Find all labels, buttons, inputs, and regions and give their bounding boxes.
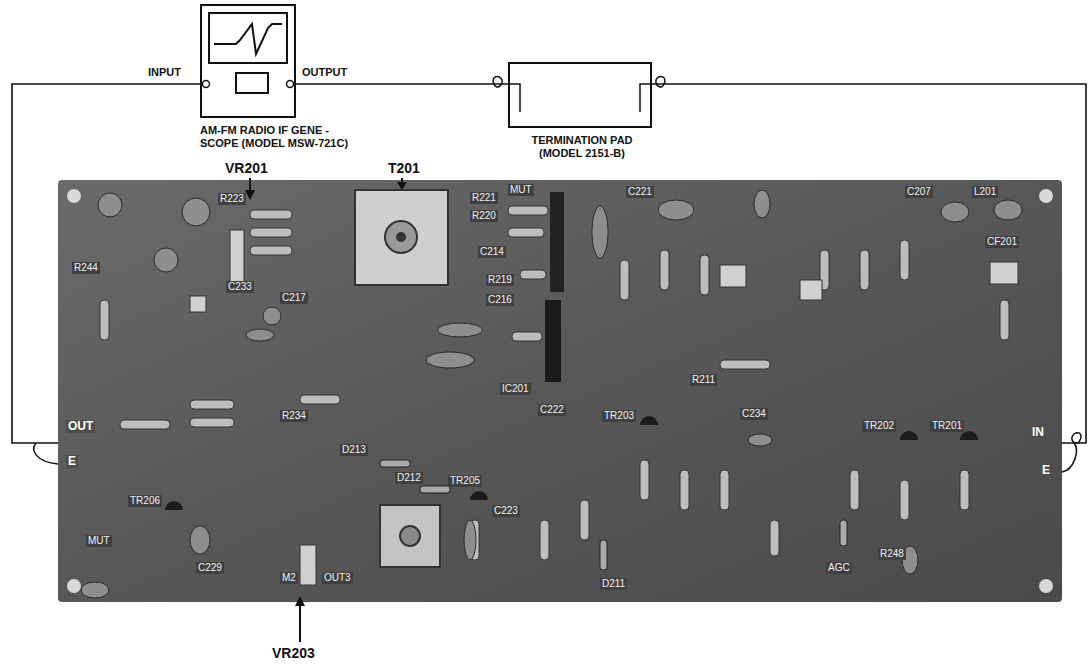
part-name: C222 bbox=[538, 404, 566, 416]
output-terminal bbox=[287, 81, 294, 88]
scope-body bbox=[200, 4, 296, 118]
part-name: C233 bbox=[226, 281, 254, 293]
terminal-label: E bbox=[66, 455, 78, 468]
callout-label: VR203 bbox=[272, 645, 315, 661]
part-name: R220 bbox=[470, 210, 498, 222]
terminal-label: IN bbox=[1030, 426, 1046, 439]
transformer-core bbox=[385, 221, 417, 253]
part-name: AGC bbox=[826, 562, 852, 574]
callout-label: VR201 bbox=[225, 160, 268, 176]
ground-wire bbox=[1062, 443, 1076, 472]
part-name: MUT bbox=[508, 184, 534, 196]
scope-panel bbox=[236, 73, 268, 93]
capacitor-symbols bbox=[81, 190, 1022, 598]
part-name: C217 bbox=[280, 292, 308, 304]
part-name: C223 bbox=[492, 505, 520, 517]
terminal-name: OUTPUT bbox=[302, 66, 347, 79]
part-name: M2 bbox=[280, 572, 298, 584]
input-terminal bbox=[203, 81, 210, 88]
cable-line bbox=[652, 84, 1086, 443]
cable-line bbox=[12, 84, 200, 443]
part-name: C221 bbox=[626, 186, 654, 198]
part-name: TR203 bbox=[602, 410, 636, 422]
scope-screen bbox=[209, 13, 287, 63]
part-name: CF201 bbox=[985, 236, 1019, 248]
part-name: TR205 bbox=[448, 475, 482, 487]
part-name: OUT3 bbox=[322, 572, 353, 584]
part-name: C234 bbox=[740, 408, 768, 420]
part-name: L201 bbox=[972, 186, 998, 198]
part-name: IC201 bbox=[500, 383, 531, 395]
pad-box: TERMINATION PAD (MODEL 2151-B) bbox=[508, 62, 652, 128]
node-caption: TERMINATION PAD (MODEL 2151-B) bbox=[510, 134, 654, 160]
part-name: R234 bbox=[280, 410, 308, 422]
filter-blocks bbox=[190, 230, 1018, 585]
mounting-holes bbox=[67, 189, 1053, 593]
part-name: R248 bbox=[878, 548, 906, 560]
part-name: C214 bbox=[478, 246, 506, 258]
part-name: D213 bbox=[340, 444, 368, 456]
part-name: R244 bbox=[72, 262, 100, 274]
transformer-t201 bbox=[355, 190, 448, 285]
terminal-label: E bbox=[1040, 464, 1052, 477]
circuit-board bbox=[58, 180, 1062, 602]
leader-arrows bbox=[245, 178, 407, 642]
cable-loop bbox=[656, 77, 665, 87]
part-name: C216 bbox=[486, 294, 514, 306]
ic-package bbox=[545, 300, 561, 382]
part-name: TR202 bbox=[862, 420, 896, 432]
part-name: C229 bbox=[196, 562, 224, 574]
diode-symbols bbox=[380, 460, 847, 570]
node-caption: AM-FM RADIO IF GENE -SCOPE (MODEL MSW-72… bbox=[200, 124, 358, 150]
part-name: D212 bbox=[395, 472, 423, 484]
terminal-name: INPUT bbox=[148, 66, 181, 79]
transistor-symbols bbox=[165, 416, 978, 510]
cable-loop bbox=[493, 77, 502, 87]
transformer-core bbox=[400, 526, 420, 546]
part-name: C207 bbox=[905, 186, 933, 198]
terminal-label: OUT bbox=[66, 420, 95, 433]
cable-loop bbox=[1072, 433, 1081, 443]
part-name: R221 bbox=[470, 192, 498, 204]
part-name: MUT bbox=[86, 535, 112, 547]
part-name: R219 bbox=[486, 274, 514, 286]
instrument-box: AM-FM RADIO IF GENE -SCOPE (MODEL MSW-72… bbox=[200, 4, 296, 118]
transformer-t202 bbox=[380, 505, 440, 567]
waveform bbox=[214, 24, 282, 54]
jumper-strip bbox=[550, 192, 564, 292]
transformer-slug bbox=[396, 232, 406, 242]
callout-label: T201 bbox=[388, 160, 420, 176]
resistor-symbols bbox=[100, 206, 1009, 560]
board-panel: OUT E IN E bbox=[58, 180, 1062, 602]
part-name: TR206 bbox=[128, 495, 162, 507]
part-name: TR201 bbox=[930, 420, 964, 432]
part-name: R211 bbox=[690, 374, 717, 386]
part-name: D211 bbox=[600, 578, 627, 590]
ground-wire bbox=[34, 443, 58, 464]
cable-line bbox=[296, 83, 508, 85]
part-name: R223 bbox=[218, 193, 246, 205]
